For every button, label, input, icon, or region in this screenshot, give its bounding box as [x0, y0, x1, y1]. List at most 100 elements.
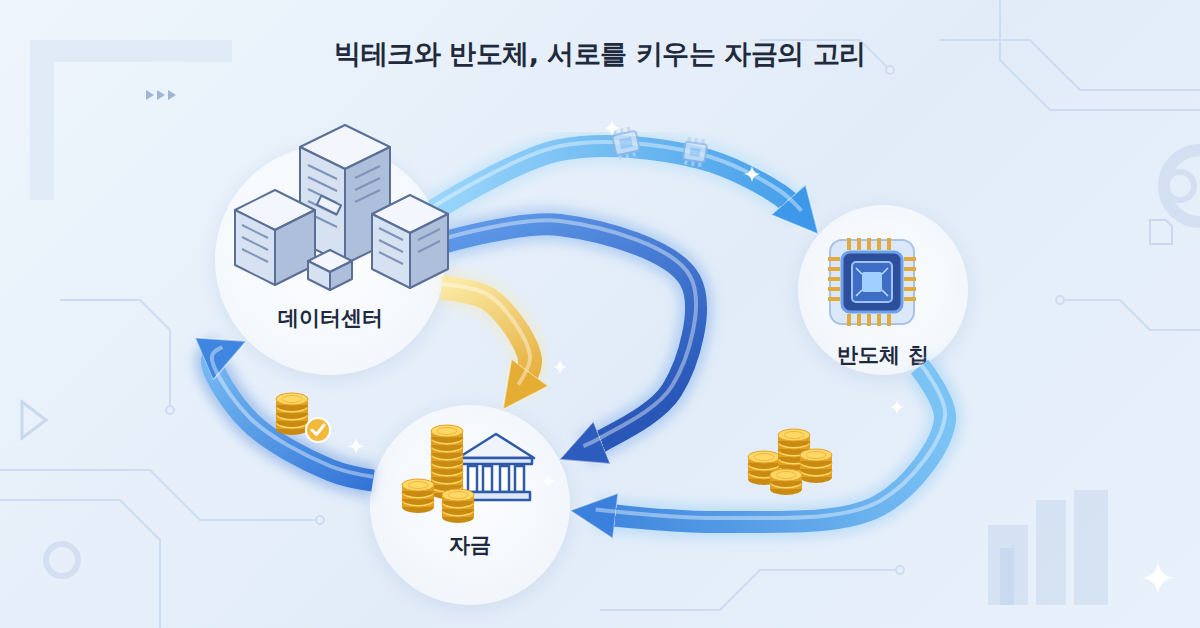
small-chip-icon: [619, 137, 633, 149]
node-circle: 반도체 칩: [798, 205, 968, 375]
chip-illustration: [842, 252, 902, 312]
coin-stack: [778, 437, 810, 455]
bank-icon: [462, 492, 530, 500]
data-center-illustration: [345, 147, 390, 264]
chip-illustration: [856, 268, 888, 296]
bank-icon: [458, 434, 534, 500]
circuit-line: [0, 470, 320, 520]
corner-bracket: [30, 40, 232, 200]
circuit-line: [1000, 0, 1200, 110]
flow-arrow: [212, 351, 373, 481]
sparkle: [744, 166, 760, 182]
data-center-illustration: [275, 210, 315, 285]
data-center-illustration: [379, 252, 403, 264]
coin-stack: [402, 495, 434, 513]
data-center-illustration: [242, 225, 268, 262]
sparkle: [553, 360, 567, 374]
decor-shape: [1164, 150, 1200, 222]
node-label: 반도체 칩: [798, 342, 968, 368]
coin-stack: [770, 469, 802, 487]
chip-illustration: [904, 257, 916, 307]
sparkle: [890, 400, 904, 414]
circuit-line: [1060, 300, 1200, 330]
check-badge: [312, 425, 324, 435]
data-center-illustration: [308, 189, 337, 203]
chip-illustration: [856, 268, 862, 274]
coin-stack: [276, 401, 308, 419]
small-chip-icon: [619, 153, 639, 157]
chip-illustration: [847, 314, 897, 326]
corner-bracket: [168, 90, 176, 100]
data-center-illustration: [308, 261, 330, 290]
data-center-illustration: [242, 225, 268, 238]
circuit-line: [0, 500, 160, 628]
coin-stack: [748, 459, 780, 477]
coin-stack: [402, 479, 434, 497]
arrow-highlight: [444, 220, 696, 446]
bank-icon: [460, 458, 532, 464]
coin-stack: [800, 465, 832, 483]
decor-shape: [1166, 172, 1194, 200]
flow-arrow: [444, 224, 696, 450]
arrow-highlight: [442, 284, 530, 385]
data-center-illustration: [355, 166, 380, 178]
flow-arrow-group: [444, 220, 696, 450]
sparkle: [1142, 562, 1174, 594]
coin-stack: [778, 453, 810, 471]
decor-shape: [1150, 220, 1172, 244]
decor-shape: [22, 402, 46, 438]
title: 빅테크와 반도체, 서로를 키우는 자금의 고리: [0, 36, 1200, 72]
coin-stack: [276, 417, 308, 435]
circuit-line: [1056, 296, 1064, 304]
data-center-illustration: [317, 196, 341, 215]
data-center-illustration: [308, 165, 337, 179]
decor-shape: [22, 150, 1200, 576]
small-chip-icon: [612, 129, 640, 157]
data-center-illustration: [355, 190, 380, 202]
node-text-group: 반도체 칩: [798, 342, 968, 368]
circuit-line: [600, 570, 900, 610]
check-badge: [306, 418, 330, 442]
corner-bracket: [30, 40, 232, 200]
coin-stack: [442, 497, 474, 515]
arrow-highlight: [212, 347, 373, 477]
bank-icon: [468, 466, 477, 492]
bank-icon: [458, 434, 534, 458]
circuit-line: [316, 516, 324, 524]
data-center-illustration: [330, 261, 352, 290]
small-chip-icon: [685, 162, 703, 165]
flow-arrow: [596, 367, 945, 522]
data-center-illustration: [379, 228, 440, 264]
data-center-illustration: [355, 178, 380, 190]
sparkle: [604, 120, 620, 136]
chip-illustration: [852, 262, 892, 302]
coin-stack: [770, 477, 802, 495]
corner-bracket: [157, 90, 165, 100]
sparkle: [348, 120, 904, 488]
chip-illustration: [828, 257, 840, 307]
circuit-line: [886, 66, 894, 74]
check-badge: [306, 418, 330, 442]
bar-chart-decor: [1000, 548, 1014, 605]
data-center-illustration: [308, 177, 337, 191]
coin-stack: [800, 449, 832, 467]
bar-chart-decor: [1036, 500, 1066, 605]
coin-stack: [431, 449, 463, 467]
coin-stack: [402, 487, 434, 505]
chip-illustration: [882, 268, 888, 274]
arrow-glow: [444, 224, 696, 450]
node-label: 데이터센터: [215, 305, 445, 331]
data-center-illustration: [418, 229, 440, 240]
flow-arrow-group: [596, 363, 945, 522]
bank-icon: [500, 466, 509, 492]
chip-illustration: [862, 272, 882, 292]
coin-stack: [800, 457, 832, 475]
data-center-illustration: [242, 249, 268, 262]
arrow-highlight: [434, 142, 802, 211]
small-chip-icon: [612, 129, 708, 165]
